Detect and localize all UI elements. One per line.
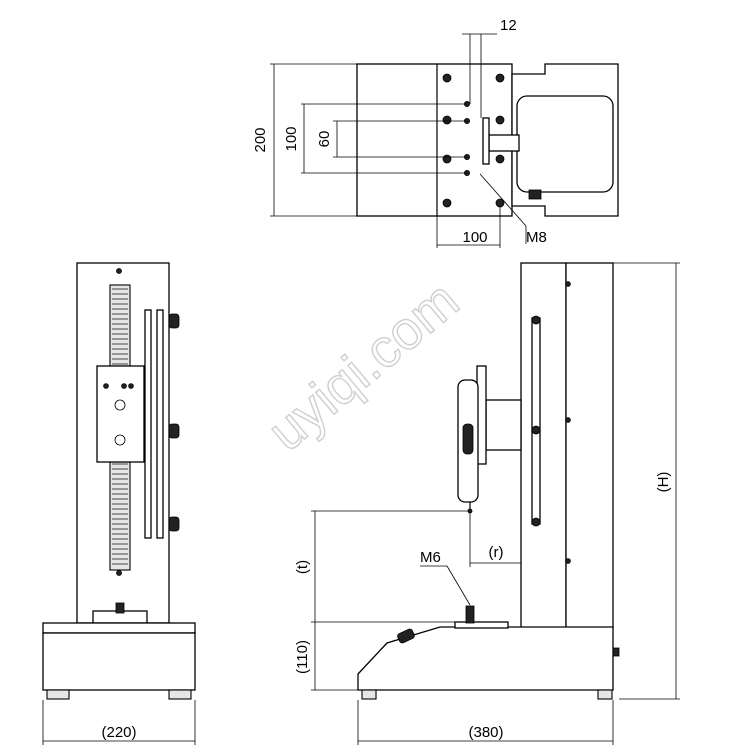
- front-knob: [168, 313, 180, 329]
- side-screw: [565, 281, 571, 287]
- side-gauge-button: [462, 423, 474, 455]
- top-hole: [495, 73, 505, 83]
- front-screw: [116, 268, 122, 274]
- top-view: 12 200 100 60 100 M8: [252, 17, 619, 248]
- front-knob: [168, 423, 180, 439]
- front-plate-bore: [114, 434, 126, 446]
- front-screw: [116, 570, 122, 576]
- top-hole: [442, 154, 452, 164]
- top-gauge-body: [516, 95, 614, 193]
- front-rail: [156, 309, 164, 539]
- watermark-text: uyiqi.com: [257, 270, 470, 463]
- front-base: [42, 632, 196, 691]
- top-knob: [528, 189, 542, 200]
- top-hole: [442, 198, 452, 208]
- front-view: (220): [42, 262, 196, 745]
- front-base-top: [42, 622, 196, 634]
- dim-label-h: (H): [655, 472, 672, 493]
- side-rail-screw: [531, 315, 541, 325]
- dim-label-t: (t): [294, 560, 311, 574]
- front-stage-post: [115, 602, 125, 614]
- dim-label-200: 200: [252, 127, 269, 152]
- side-stage-post: [465, 605, 475, 624]
- dim-label-12: 12: [500, 17, 517, 34]
- side-column-front: [520, 262, 567, 629]
- top-gauge-stem: [488, 134, 520, 152]
- top-hole: [442, 115, 452, 125]
- front-rail: [144, 309, 152, 539]
- thread-label-m6: M6: [420, 549, 441, 566]
- dim-label-110: (110): [294, 640, 311, 674]
- front-foot: [46, 689, 70, 700]
- side-knob: [397, 628, 415, 644]
- dim-label-100-h: 100: [462, 229, 487, 246]
- side-column-rear: [565, 262, 614, 629]
- front-plate-hole: [121, 383, 127, 389]
- side-gauge-arm: [485, 399, 522, 451]
- thread-label-m8: M8: [526, 229, 547, 246]
- side-rear-knob: [612, 647, 620, 657]
- side-foot: [597, 689, 613, 700]
- top-hole: [495, 115, 505, 125]
- front-plate-hole: [103, 383, 109, 389]
- top-hole: [442, 73, 452, 83]
- front-foot: [168, 689, 192, 700]
- dim-label-380: (380): [468, 724, 503, 741]
- side-rail-screw: [531, 425, 541, 435]
- front-plate-hole: [128, 383, 134, 389]
- top-hole: [495, 154, 505, 164]
- side-screw: [565, 558, 571, 564]
- front-knob: [168, 516, 180, 532]
- front-carriage-plate: [96, 365, 145, 463]
- side-foot: [361, 689, 377, 700]
- top-mount-plate: [482, 117, 490, 165]
- side-base: [357, 626, 614, 691]
- dim-label-220: (220): [101, 724, 136, 741]
- side-rail: [531, 317, 541, 525]
- front-plate-bore: [114, 399, 126, 411]
- leader-line: [479, 173, 527, 227]
- side-view: M6 (r) (t) (110) (380) (H): [294, 262, 680, 745]
- side-screw: [565, 417, 571, 423]
- dim-label-r: (r): [489, 544, 504, 561]
- leader-line: [446, 565, 471, 606]
- dim-label-100: 100: [283, 126, 300, 151]
- side-rail-screw: [531, 517, 541, 527]
- side-stage: [454, 621, 509, 629]
- dim-label-60: 60: [316, 131, 333, 148]
